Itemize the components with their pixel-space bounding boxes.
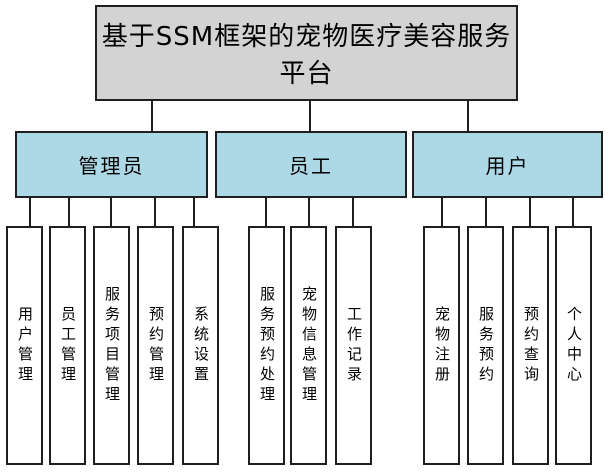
- leaf-label: 宠物注册: [433, 305, 451, 386]
- leaf-label: 服务项目管理: [103, 285, 121, 406]
- leaf-label: 宠物信息管理: [300, 285, 318, 406]
- leaf-label: 系统设置: [192, 305, 210, 386]
- leaf-label: 预约管理: [147, 305, 165, 386]
- connector-line: [193, 198, 195, 226]
- leaf-pet-info-management: 宠物信息管理: [290, 226, 327, 465]
- leaf-personal-center: 个人中心: [555, 226, 592, 465]
- leaf-pet-registration: 宠物注册: [423, 226, 460, 465]
- connector-line: [352, 198, 354, 226]
- leaf-service-appointment-handling: 服务预约处理: [248, 226, 285, 465]
- leaf-label: 服务预约处理: [258, 285, 276, 406]
- leaf-label: 预约查询: [522, 305, 540, 386]
- connector-line: [529, 198, 531, 226]
- connector-line: [485, 198, 487, 226]
- leaf-appointment-management: 预约管理: [137, 226, 174, 465]
- leaf-service-appointment: 服务预约: [467, 226, 504, 465]
- branch-node-staff: 员工: [215, 131, 407, 198]
- leaf-employee-management: 员工管理: [49, 226, 86, 465]
- connector-line: [151, 101, 153, 131]
- connector-line: [29, 198, 31, 226]
- connector-line: [467, 101, 469, 131]
- leaf-label: 服务预约: [477, 305, 495, 386]
- leaf-label: 用户管理: [16, 305, 34, 386]
- leaf-label: 员工管理: [59, 305, 77, 386]
- connector-line: [441, 198, 443, 226]
- leaf-user-management: 用户管理: [6, 226, 43, 465]
- connector-line: [309, 101, 311, 131]
- branch-label: 管理员: [78, 154, 145, 178]
- connector-line: [308, 198, 310, 226]
- connector-line: [68, 198, 70, 226]
- branch-label: 员工: [289, 154, 333, 178]
- connector-line: [154, 198, 156, 226]
- leaf-work-records: 工作记录: [335, 226, 372, 465]
- branch-node-admin: 管理员: [15, 131, 208, 198]
- leaf-appointment-query: 预约查询: [512, 226, 549, 465]
- leaf-label: 个人中心: [565, 305, 583, 386]
- leaf-system-settings: 系统设置: [182, 226, 219, 465]
- connector-line: [265, 198, 267, 226]
- branch-label: 用户: [485, 154, 530, 178]
- root-node-platform: 基于SSM框架的宠物医疗美容服务平台: [95, 5, 518, 101]
- connector-line: [110, 198, 112, 226]
- leaf-label: 工作记录: [345, 305, 363, 386]
- branch-node-user: 用户: [412, 131, 603, 198]
- leaf-service-item-management: 服务项目管理: [93, 226, 130, 465]
- diagram-title: 基于SSM框架的宠物医疗美容服务平台: [101, 22, 512, 89]
- connector-line: [572, 198, 574, 226]
